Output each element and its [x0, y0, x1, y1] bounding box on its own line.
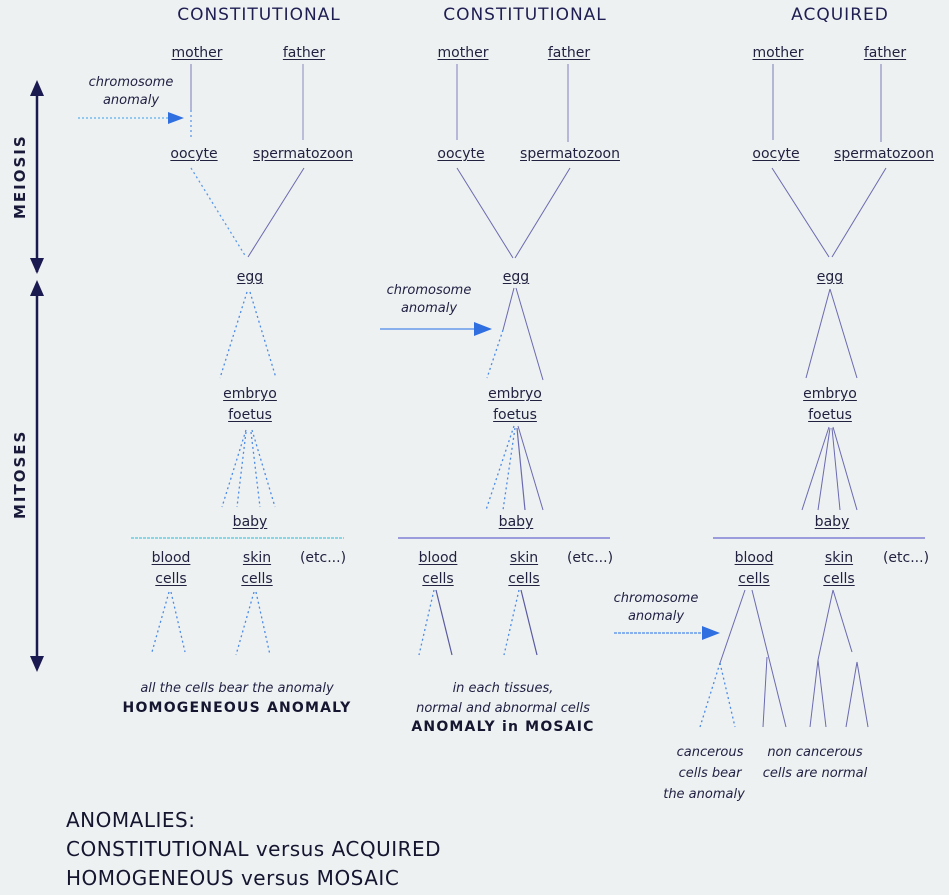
mother-label: mother [437, 45, 489, 61]
etc-label: (etc...) [299, 550, 347, 566]
mother-label: mother [171, 45, 223, 61]
skin-cells-label-1: skin [824, 550, 854, 566]
homogeneous-anomaly-label: HOMOGENEOUS ANOMALY [122, 700, 352, 716]
column-3-title: ACQUIRED [791, 5, 889, 25]
baby-label: baby [232, 514, 268, 530]
anomaly-note: chromosome anomaly [89, 74, 174, 110]
anomaly-note-line1: chromosome [386, 283, 472, 298]
spermatozoon-label: spermatozoon [520, 146, 620, 162]
mother-label: mother [752, 45, 804, 61]
legend: ANOMALIES: CONSTITUTIONAL versus ACQUIRE… [66, 806, 441, 893]
mitoses-axis-arrow [30, 280, 44, 672]
blood-cells-label-2: cells [422, 571, 454, 587]
foetus-label: foetus [228, 407, 272, 423]
blood-cells-label-1: blood [151, 550, 191, 566]
mosaic-caption-2: normal and abnormal cells [416, 701, 590, 716]
anomaly-note-line1: chromosome [613, 591, 699, 606]
egg-label: egg [502, 269, 530, 285]
blood-cells-label-1: blood [418, 550, 458, 566]
legend-constitutional-vs-acquired: CONSTITUTIONAL versus ACQUIRED [66, 837, 442, 861]
baby-label: baby [498, 514, 534, 530]
oocyte-label: oocyte [170, 146, 218, 162]
meiosis-axis-arrow [30, 80, 44, 274]
father-label: father [547, 45, 591, 61]
foetus-label: foetus [808, 407, 852, 423]
skin-cells-label-1: skin [242, 550, 272, 566]
meiosis-label: MEIOSIS [11, 134, 29, 219]
cancerous-caption: cancerous cells bear the anomaly [663, 742, 745, 805]
homogeneous-caption: all the cells bear the anomaly [140, 681, 334, 696]
baby-label: baby [814, 514, 850, 530]
anomaly-note-line2: anomaly [102, 93, 160, 108]
skin-cells-label-2: cells [823, 571, 855, 587]
embryo-label: embryo [488, 386, 542, 402]
oocyte-label: oocyte [437, 146, 485, 162]
mosaic-caption-1: in each tissues, [452, 681, 554, 696]
cancerous-line2: cells bear [678, 766, 742, 781]
anomaly-in-mosaic-label: ANOMALY in MOSAIC [411, 719, 595, 735]
father-label: father [863, 45, 907, 61]
anomaly-note-line1: chromosome [88, 75, 174, 90]
anomaly-note-line2: anomaly [627, 609, 685, 624]
anomaly-note: chromosome anomaly [614, 590, 699, 626]
embryo-label: embryo [223, 386, 277, 402]
spermatozoon-label: spermatozoon [834, 146, 934, 162]
anomaly-note: chromosome anomaly [387, 282, 472, 318]
noncancerous-line2: cells are normal [762, 766, 868, 781]
skin-cells-label-2: cells [241, 571, 273, 587]
legend-title: ANOMALIES: [66, 808, 196, 832]
blood-cells-label-1: blood [734, 550, 774, 566]
column-1-title: CONSTITUTIONAL [177, 5, 341, 25]
etc-label: (etc...) [882, 550, 930, 566]
egg-label: egg [236, 269, 264, 285]
column-2-title: CONSTITUTIONAL [443, 5, 607, 25]
column-1-lines [78, 64, 344, 656]
legend-homogeneous-vs-mosaic: HOMOGENEOUS versus MOSAIC [66, 866, 400, 890]
etc-label: (etc...) [566, 550, 614, 566]
egg-label: egg [816, 269, 844, 285]
foetus-label: foetus [493, 407, 537, 423]
blood-cells-label-2: cells [155, 571, 187, 587]
cancerous-line1: cancerous [676, 745, 744, 760]
noncancerous-line1: non cancerous [767, 745, 863, 760]
anomaly-note-line2: anomaly [400, 301, 458, 316]
oocyte-label: oocyte [752, 146, 800, 162]
embryo-label: embryo [803, 386, 857, 402]
noncancerous-caption: non cancerous cells are normal [763, 742, 868, 784]
father-label: father [282, 45, 326, 61]
blood-cells-label-2: cells [738, 571, 770, 587]
cancerous-line3: the anomaly [663, 787, 745, 802]
spermatozoon-label: spermatozoon [253, 146, 353, 162]
column-2-lines [380, 64, 610, 656]
skin-cells-label-1: skin [509, 550, 539, 566]
mitoses-label: MITOSES [11, 429, 29, 519]
column-3-lines [614, 64, 925, 728]
skin-cells-label-2: cells [508, 571, 540, 587]
